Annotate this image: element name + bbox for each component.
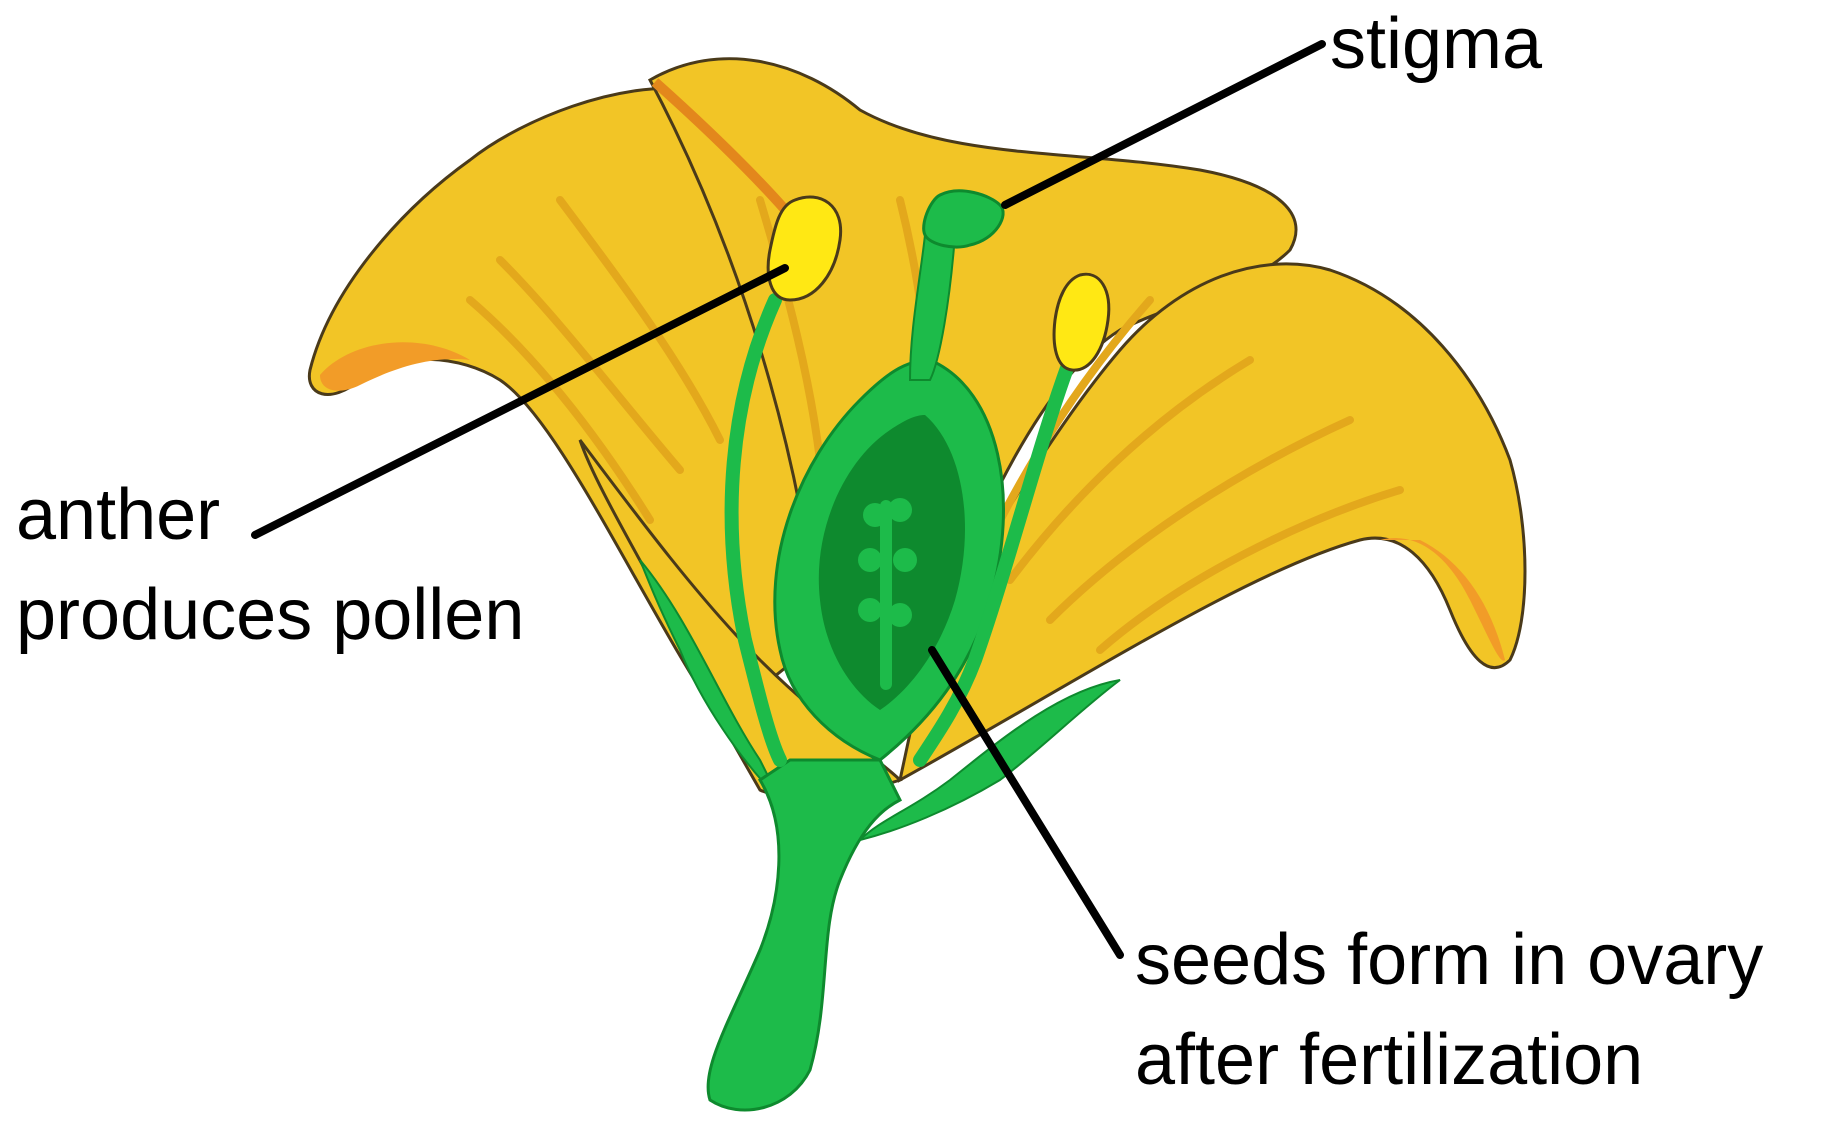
anther-label-line1: anther bbox=[16, 465, 524, 565]
stigma-label-text: stigma bbox=[1330, 4, 1542, 84]
ovary-label: seeds form in ovary after fertilization bbox=[1135, 910, 1763, 1110]
stem bbox=[708, 760, 900, 1110]
anther-label-line2: produces pollen bbox=[16, 565, 524, 665]
stigma-label: stigma bbox=[1330, 0, 1542, 94]
anther-label: anther produces pollen bbox=[16, 465, 524, 665]
ovary-label-line1: seeds form in ovary bbox=[1135, 910, 1763, 1010]
ovary-label-line2: after fertilization bbox=[1135, 1010, 1763, 1110]
